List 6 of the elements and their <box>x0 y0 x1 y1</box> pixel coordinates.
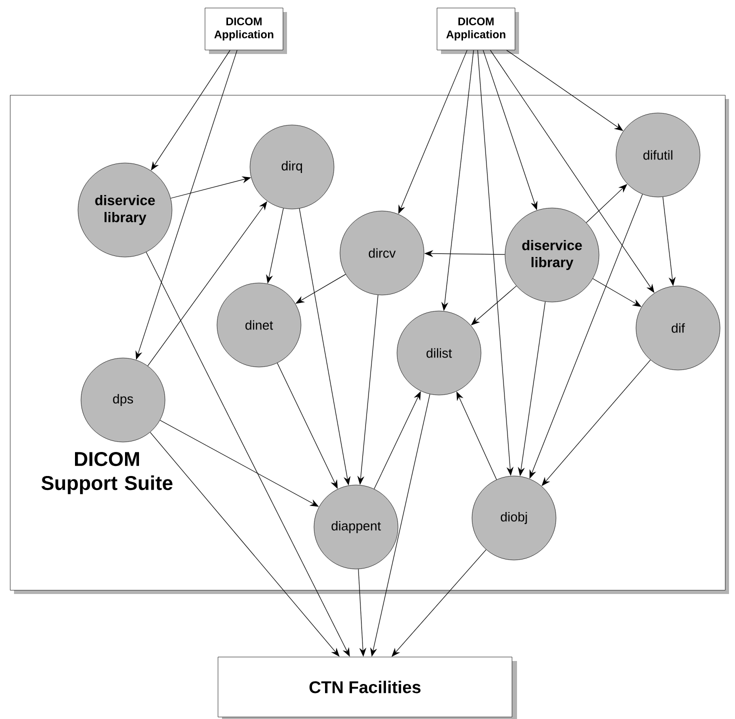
application-box: DICOM Application <box>436 8 519 54</box>
arrow <box>276 362 338 489</box>
facilities-box: CTN Facilities <box>218 656 517 719</box>
arrow <box>160 420 319 507</box>
arrow <box>592 278 642 307</box>
application-box: DICOM Application <box>204 8 287 54</box>
